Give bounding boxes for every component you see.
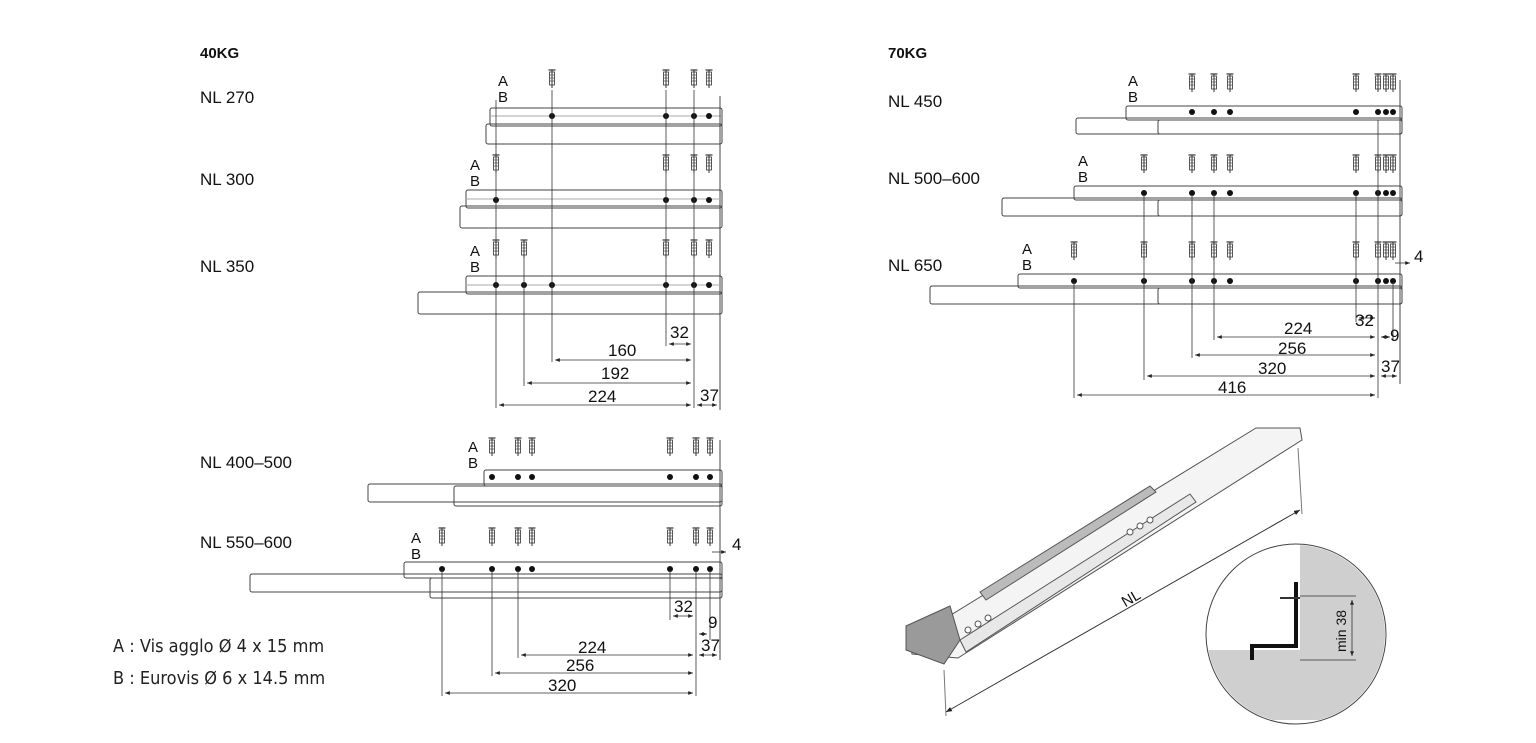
marker-a: A (468, 439, 478, 456)
dim-37: 37 (1381, 357, 1400, 376)
holes-nl450 (1189, 109, 1396, 115)
slide-nl450 (1075, 80, 1403, 384)
marker-b: B (470, 259, 480, 276)
dims-40kg-lower (441, 550, 726, 696)
slide-nl500-600 (1001, 185, 1403, 217)
legend-b: B : Eurovis Ø 6 x 14.5 mm (113, 668, 326, 689)
label-nl500-600: NL 500–600 (888, 169, 981, 188)
iso-slide (905, 427, 1303, 717)
dim-4: 4 (732, 535, 741, 554)
screws-nl270 (547, 69, 714, 89)
marker-b: B (498, 89, 508, 106)
dim-416: 416 (1218, 378, 1246, 397)
iso-nl-label: NL (1119, 586, 1144, 610)
marker-b: B (1078, 169, 1088, 186)
dim-4: 4 (1414, 247, 1423, 266)
dim-224: 224 (1284, 319, 1312, 338)
dim-192: 192 (601, 364, 629, 383)
detail-min-label: min 38 (1333, 610, 1349, 652)
holes-nl550-600 (439, 566, 713, 572)
holes-nl400-500 (489, 474, 713, 480)
dim-32: 32 (674, 597, 693, 616)
title-70kg: 70KG (888, 45, 928, 62)
marker-a: A (1078, 153, 1088, 170)
marker-b: B (1022, 257, 1032, 274)
legend-a: A : Vis agglo Ø 4 x 15 mm (113, 636, 325, 657)
label-nl450: NL 450 (888, 92, 943, 111)
dims-40kg (495, 90, 717, 408)
marker-b: B (470, 173, 480, 190)
detail-circle (1205, 543, 1387, 725)
slide-nl550-600 (249, 561, 723, 599)
dim-32: 32 (670, 323, 689, 342)
marker-b: B (468, 455, 478, 472)
marker-b: B (411, 546, 421, 563)
dim-320: 320 (548, 676, 576, 695)
marker-a: A (498, 73, 508, 90)
slide-nl400-500 (367, 440, 723, 660)
screws-nl450 (1187, 73, 1398, 93)
label-nl270: NL 270 (200, 88, 255, 107)
label-nl650: NL 650 (888, 256, 943, 275)
marker-a: A (470, 157, 480, 174)
title-40kg: 40KG (200, 45, 240, 62)
dim-224: 224 (588, 387, 616, 406)
dim-32: 32 (1355, 311, 1374, 330)
holes-nl500-600 (1141, 190, 1396, 196)
slide-nl350 (417, 275, 723, 315)
marker-a: A (411, 530, 421, 547)
marker-a: A (470, 243, 480, 260)
screws-nl350 (491, 239, 714, 259)
screws-nl400-500 (487, 437, 715, 457)
marker-b: B (1128, 89, 1138, 106)
screws-nl500-600 (1139, 154, 1398, 174)
dim-9: 9 (1390, 326, 1399, 345)
dim-37: 37 (701, 636, 720, 655)
dim-224: 224 (578, 638, 606, 657)
dim-37: 37 (700, 386, 719, 405)
holes-nl300 (493, 197, 712, 203)
label-nl350: NL 350 (200, 257, 255, 276)
screws-nl300 (491, 154, 714, 174)
marker-a: A (1022, 241, 1032, 258)
slide-nl300 (459, 189, 723, 229)
dim-9: 9 (708, 613, 717, 632)
holes-nl650 (1071, 278, 1396, 284)
marker-a: A (1128, 73, 1138, 90)
dim-160: 160 (608, 341, 636, 360)
dim-256: 256 (1278, 339, 1306, 358)
label-nl550-600: NL 550–600 (200, 533, 293, 552)
label-nl400-500: NL 400–500 (200, 453, 293, 472)
dim-320: 320 (1258, 359, 1286, 378)
dim-256: 256 (566, 656, 594, 675)
label-nl300: NL 300 (200, 170, 255, 189)
screws-nl650 (1069, 241, 1398, 261)
screws-nl550-600 (437, 527, 715, 547)
slide-nl270 (485, 96, 723, 410)
slide-nl650 (929, 273, 1403, 305)
dims-70kg (1073, 120, 1410, 398)
